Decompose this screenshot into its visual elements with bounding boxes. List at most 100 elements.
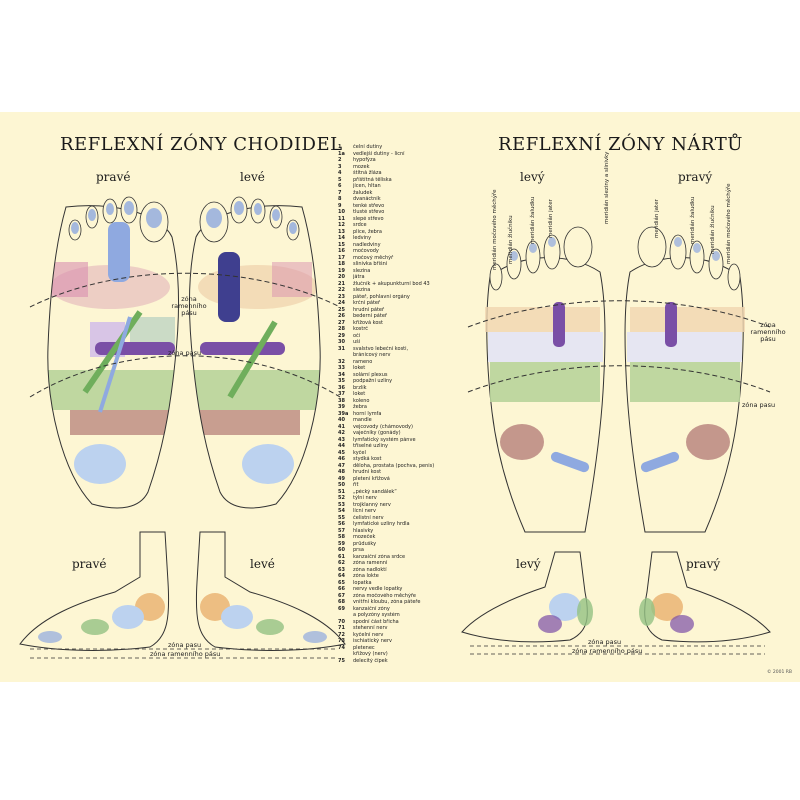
- legend-text: hrudní páteř: [353, 306, 385, 313]
- legend-text: rameno: [353, 358, 373, 365]
- dorsum-left-label: levý: [520, 170, 545, 184]
- shoulder-zone-label-side-dorsal: zóna ramenního pásu: [572, 647, 643, 655]
- meridian-label-liver-right: meridián jater: [654, 199, 660, 238]
- legend-number: 66: [338, 586, 345, 592]
- side-view-right-foot: [19, 531, 170, 651]
- legend-number: 7: [338, 189, 342, 196]
- legend-row: 28 kostrč: [338, 326, 458, 333]
- dorsum-right-foot: [624, 226, 745, 533]
- legend-number: 55: [338, 514, 345, 521]
- legend-text: ledviny: [353, 235, 372, 241]
- legend-number: 36: [338, 384, 345, 391]
- meridian-label-stomach-right: meridián žaludku: [690, 196, 696, 244]
- legend-text: děloha, prostata (pochva, penis): [353, 462, 435, 469]
- legend-number: 21: [338, 280, 345, 287]
- legend-text: trojklanný nerv: [353, 501, 391, 508]
- legend-number: 44: [338, 443, 345, 449]
- legend-text: slinivka břišní: [353, 261, 388, 267]
- dorsum-left-foot: [485, 226, 606, 533]
- legend-text: tenké střevo: [353, 202, 385, 209]
- legend-number: 59: [338, 540, 345, 547]
- legend-text: dvanáctník: [353, 196, 381, 202]
- legend-text: žlučník + akupunkturní bod 43: [353, 280, 430, 287]
- foot-illustrations: [19, 196, 771, 659]
- side-view-right-foot-dorsal: [639, 551, 771, 643]
- legend-text: loket: [353, 391, 366, 397]
- legend-text: čelistní nerv: [353, 514, 384, 521]
- legend-number: 71: [338, 625, 345, 631]
- shoulder-zone-label-side: zóna ramenního pásu: [150, 650, 221, 658]
- reflexology-poster: REFLEXNÍ ZÓNY CHODIDEL REFLEXNÍ ZÓNY NÁR…: [0, 112, 800, 682]
- legend-text: podpažní uzliny: [353, 378, 393, 384]
- legend-text: zóna ramenní: [353, 560, 388, 566]
- legend-text: delecitý čípek: [353, 657, 388, 664]
- waist-zone-line-soles: [29, 355, 341, 398]
- legend-number: 58: [338, 534, 345, 540]
- sole-right-label: pravé: [96, 170, 131, 184]
- legend-number: 50: [338, 482, 345, 488]
- legend-number: 2: [338, 157, 342, 163]
- copyright: © 2001 RB: [766, 670, 792, 675]
- meridian-label-gallbladder-left: meridián žlučníku: [508, 215, 514, 264]
- legend-text: mozeček: [353, 534, 376, 540]
- legend-text: kyčelní nerv: [353, 631, 384, 638]
- legend-text: stydká kost: [353, 456, 382, 462]
- legend-text: vedlejší dutiny - lícní: [353, 150, 405, 157]
- legend-text: kostrč: [353, 326, 369, 332]
- legend-number: 30: [338, 339, 345, 345]
- legend-number: 40: [338, 417, 345, 423]
- legend-text: hlasivky: [353, 527, 374, 534]
- sole-right-foot: [47, 196, 179, 509]
- legend-number: 52: [338, 495, 345, 501]
- legend-number: 43: [338, 436, 345, 443]
- legend-number: 41: [338, 423, 345, 430]
- legend-text: močovody: [353, 248, 379, 254]
- legend-text: týlní nerv: [353, 495, 377, 501]
- legend-number: 26: [338, 313, 345, 319]
- legend-text: uši: [353, 339, 361, 345]
- shoulder-zone-label-soles: zóna ramenního pásu: [171, 295, 207, 317]
- legend-number: 38: [338, 397, 345, 404]
- legend-number: 10: [338, 209, 345, 215]
- legend-text: lymfatické uzliny hrdla: [353, 521, 410, 527]
- soles-title: REFLEXNÍ ZÓNY CHODIDEL: [60, 134, 343, 155]
- legend-text: kanzaiční zóny: [353, 605, 390, 612]
- legend-text: stehenní nerv: [353, 625, 388, 631]
- legend-number: 19: [338, 267, 345, 274]
- legend-number: 18: [338, 261, 345, 267]
- legend-number: 60: [338, 547, 345, 553]
- legend-number: 68: [338, 599, 345, 605]
- meridian-label-spleen: meridián sleziny a slinivky: [604, 151, 610, 224]
- legend-number: 28: [338, 326, 345, 332]
- legend-row: a polyzóny systém: [338, 612, 458, 619]
- waist-zone-label-side: zóna pasu: [168, 641, 202, 649]
- legend-number: 39: [338, 404, 345, 410]
- waist-zone-label-side-dorsal: zóna pasu: [588, 638, 622, 646]
- legend-number: 72: [338, 631, 345, 638]
